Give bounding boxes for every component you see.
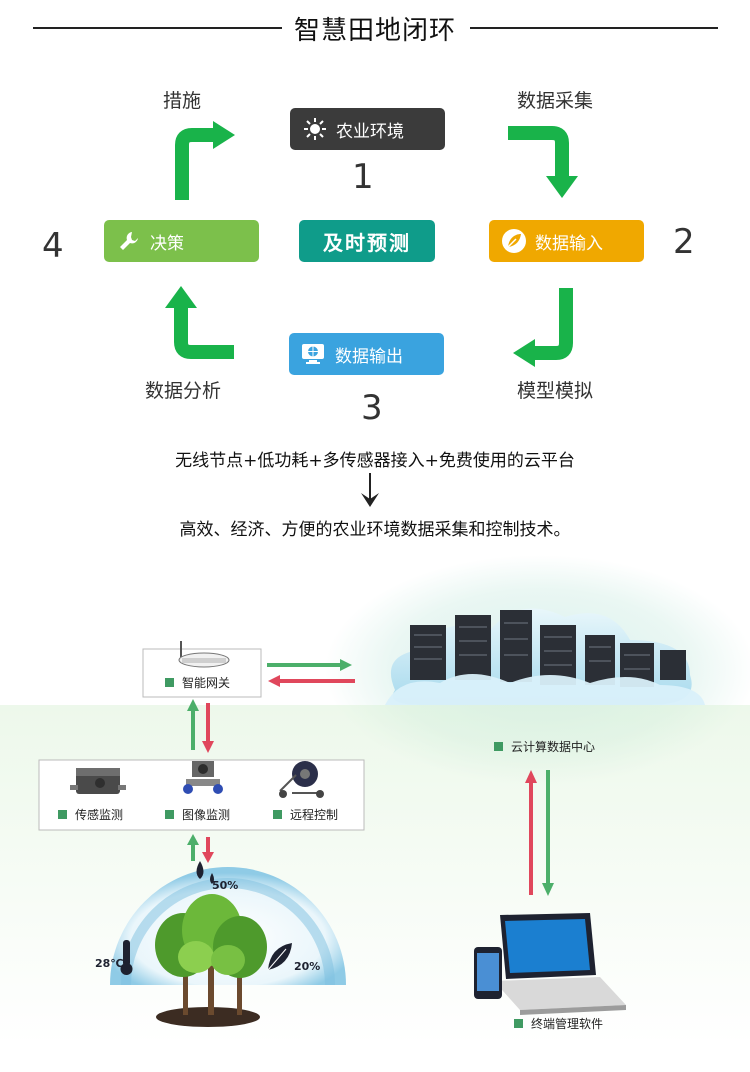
legend-square xyxy=(58,810,67,819)
box-data-output-label: 数据输出 xyxy=(335,346,403,367)
box-decision-label: 决策 xyxy=(150,233,184,254)
globe-monitor-icon xyxy=(297,342,331,366)
step-number-3: 3 xyxy=(361,388,383,428)
cloud-server-cluster xyxy=(385,608,705,705)
down-arrow-icon xyxy=(361,473,379,507)
router-icon xyxy=(178,641,230,668)
legend-square xyxy=(514,1019,523,1028)
label-sensor-text: 传感监测 xyxy=(75,808,124,822)
box-timely-forecast-label: 及时预测 xyxy=(323,230,411,255)
cycle-arrows xyxy=(165,121,578,367)
description-line-1: 无线节点+低功耗+多传感器接入+免费使用的云平台 xyxy=(175,451,575,471)
label-terminal-text: 终端管理软件 xyxy=(531,1017,604,1031)
step-number-4: 4 xyxy=(42,226,64,266)
leaf-badge-icon xyxy=(497,228,531,254)
box-decision: 决策 xyxy=(104,220,259,262)
label-data-collection: 数据采集 xyxy=(517,90,594,112)
description-line-2: 高效、经济、方便的农业环境数据采集和控制技术。 xyxy=(179,520,571,540)
gateway-panel-arrows xyxy=(187,699,214,753)
label-model-simulation: 模型模拟 xyxy=(517,380,594,402)
legend-square xyxy=(494,742,503,751)
step-number-2: 2 xyxy=(673,222,695,262)
box-data-output: 数据输出 xyxy=(289,333,444,375)
system-diagram xyxy=(0,555,750,1045)
camera-rover-icon xyxy=(183,761,223,794)
label-gateway: 智能网关 xyxy=(165,674,230,691)
humidity-value: 50% xyxy=(212,879,239,892)
leaf-value: 20% xyxy=(294,960,321,973)
label-cloud-datacenter: 云计算数据中心 xyxy=(494,738,595,755)
title-rule-left xyxy=(33,27,283,29)
label-measures: 措施 xyxy=(163,90,202,112)
label-gateway-text: 智能网关 xyxy=(182,676,231,690)
irrigation-reel-icon xyxy=(279,761,324,798)
label-terminal-software: 终端管理软件 xyxy=(514,1015,603,1032)
leaf-icon xyxy=(267,943,292,971)
label-cloud-text: 云计算数据中心 xyxy=(511,740,596,754)
box-agri-environment: 农业环境 xyxy=(290,108,445,150)
box-data-input: 数据输入 xyxy=(489,220,644,262)
water-drop-icon xyxy=(196,861,214,884)
wrench-icon xyxy=(112,230,146,252)
legend-square xyxy=(165,810,174,819)
title-rule-right xyxy=(470,27,718,29)
box-timely-forecast: 及时预测 xyxy=(299,220,435,262)
sensor-box-icon xyxy=(70,768,126,794)
box-data-input-label: 数据输入 xyxy=(535,233,603,254)
page-title: 智慧田地闭环 xyxy=(0,10,750,47)
legend-square xyxy=(273,810,282,819)
background-wash xyxy=(0,705,750,1045)
cloud-terminal-arrows xyxy=(525,770,554,896)
label-sensor-monitoring: 传感监测 xyxy=(58,806,123,823)
thermometer-icon xyxy=(120,940,133,975)
label-image-monitoring: 图像监测 xyxy=(165,806,230,823)
panel-plant-arrows xyxy=(187,834,214,863)
label-data-analysis: 数据分析 xyxy=(145,380,222,402)
laptop-icon xyxy=(494,913,626,1015)
sun-icon xyxy=(298,118,332,140)
label-image-text: 图像监测 xyxy=(182,808,231,822)
legend-square xyxy=(165,678,174,687)
temperature-value: 28℃ xyxy=(95,957,124,970)
step-number-1: 1 xyxy=(352,157,374,197)
smartphone-icon xyxy=(474,947,502,999)
gateway-cloud-arrows xyxy=(267,659,355,687)
plants-illustration xyxy=(155,894,267,1027)
box-agri-environment-label: 农业环境 xyxy=(336,121,404,142)
label-remote-control: 远程控制 xyxy=(273,806,338,823)
label-remote-text: 远程控制 xyxy=(290,808,339,822)
